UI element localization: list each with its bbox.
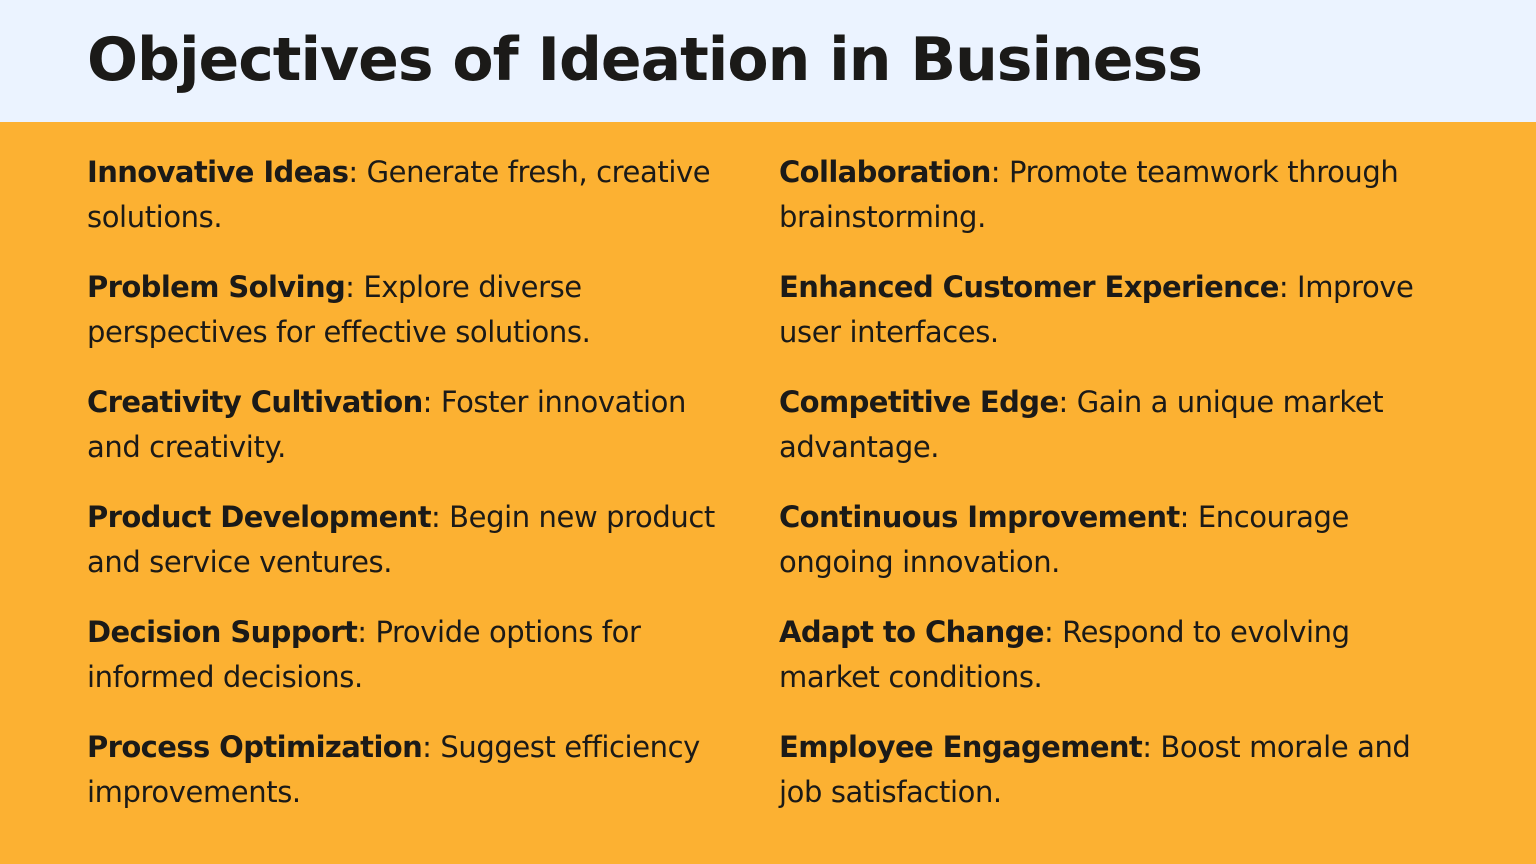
objective-term: Enhanced Customer Experience [779, 270, 1279, 304]
objective-description: : Encourage ongoing innovation. [779, 500, 1349, 579]
objective-term: Continuous Improvement [779, 500, 1180, 534]
objective-term: Innovative Ideas [87, 155, 349, 189]
objective-term: Process Optimization [87, 730, 423, 764]
objective-item: Enhanced Customer Experience: Improve us… [779, 265, 1419, 380]
objective-item: Decision Support: Provide options for in… [87, 610, 727, 725]
objective-description: : Generate fresh, creative solutions. [87, 155, 711, 234]
page-title: Objectives of Ideation in Business [87, 25, 1203, 95]
objective-term: Adapt to Change [779, 615, 1045, 649]
objective-description: : Begin new product and service ventures… [87, 500, 715, 579]
objective-item: Continuous Improvement: Encourage ongoin… [779, 495, 1419, 610]
objective-description: : Provide options for informed decisions… [87, 615, 641, 694]
objective-term: Creativity Cultivation [87, 385, 423, 419]
objective-item: Process Optimization: Suggest efficiency… [87, 725, 727, 840]
objective-item: Employee Engagement: Boost morale and jo… [779, 725, 1419, 840]
objective-item: Innovative Ideas: Generate fresh, creati… [87, 150, 727, 265]
objective-term: Problem Solving [87, 270, 346, 304]
header-band: Objectives of Ideation in Business [0, 0, 1536, 122]
objective-term: Decision Support [87, 615, 358, 649]
right-objectives-column: Collaboration: Promote teamwork through … [779, 150, 1419, 840]
objective-item: Product Development: Begin new product a… [87, 495, 727, 610]
objective-item: Problem Solving: Explore diverse perspec… [87, 265, 727, 380]
objective-term: Collaboration [779, 155, 991, 189]
objective-description: : Improve user interfaces. [779, 270, 1414, 349]
objective-term: Competitive Edge [779, 385, 1059, 419]
objective-description: : Promote teamwork through brainstorming… [779, 155, 1399, 234]
objective-description: : Suggest efficiency improvements. [87, 730, 700, 809]
objective-description: : Boost morale and job satisfaction. [779, 730, 1411, 809]
objective-description: : Gain a unique market advantage. [779, 385, 1384, 464]
left-objectives-column: Innovative Ideas: Generate fresh, creati… [87, 150, 727, 840]
objective-term: Product Development [87, 500, 432, 534]
objective-item: Collaboration: Promote teamwork through … [779, 150, 1419, 265]
objective-description: : Respond to evolving market conditions. [779, 615, 1350, 694]
objective-term: Employee Engagement [779, 730, 1143, 764]
objective-item: Creativity Cultivation: Foster innovatio… [87, 380, 727, 495]
objective-item: Competitive Edge: Gain a unique market a… [779, 380, 1419, 495]
objective-description: : Foster innovation and creativity. [87, 385, 686, 464]
objective-description: : Explore diverse perspectives for effec… [87, 270, 591, 349]
objective-item: Adapt to Change: Respond to evolving mar… [779, 610, 1419, 725]
